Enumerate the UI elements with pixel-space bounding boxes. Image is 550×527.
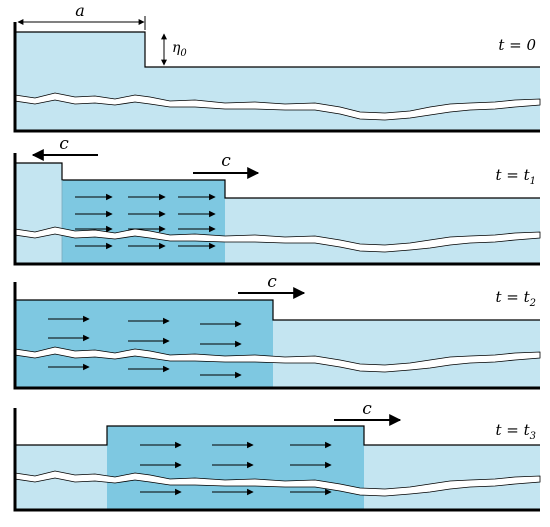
panel-t2: c t = t2 [13, 272, 541, 390]
water-surface [15, 299, 540, 321]
tank-walls [13, 153, 540, 266]
flow-arrows [75, 193, 216, 250]
sediment-band [14, 346, 541, 373]
time-label-t3: t = t3 [495, 421, 536, 442]
label-a: a [75, 1, 85, 20]
flow-arrows [48, 315, 242, 379]
flow-arrows [140, 441, 332, 496]
time-label-t1: t = t1 [495, 166, 536, 187]
water-surface [15, 162, 540, 199]
water-region [15, 32, 540, 130]
time-label-t2: t = t2 [495, 288, 536, 309]
water-surface [15, 31, 540, 68]
sediment-band [14, 92, 541, 121]
panel-t1: c c t = t1 [13, 134, 541, 266]
moving-bore [107, 426, 364, 509]
label-c-right: c [267, 272, 277, 292]
label-c-right: c [221, 151, 231, 171]
label-c-left: c [59, 134, 69, 154]
time-label-t0: t = 0 [498, 36, 536, 54]
tank-walls [13, 408, 540, 512]
label-c-right: c [362, 399, 372, 419]
panel-t3: c t = t3 [13, 399, 541, 512]
sediment-band [14, 470, 541, 497]
tank-walls [13, 282, 540, 390]
tank-walls [13, 22, 540, 133]
label-eta0: η0 [172, 40, 187, 59]
water-surface [15, 425, 540, 446]
sediment-band [14, 226, 541, 253]
moving-bore [62, 180, 225, 263]
panel-t0: a η0 t = 0 [13, 1, 541, 133]
